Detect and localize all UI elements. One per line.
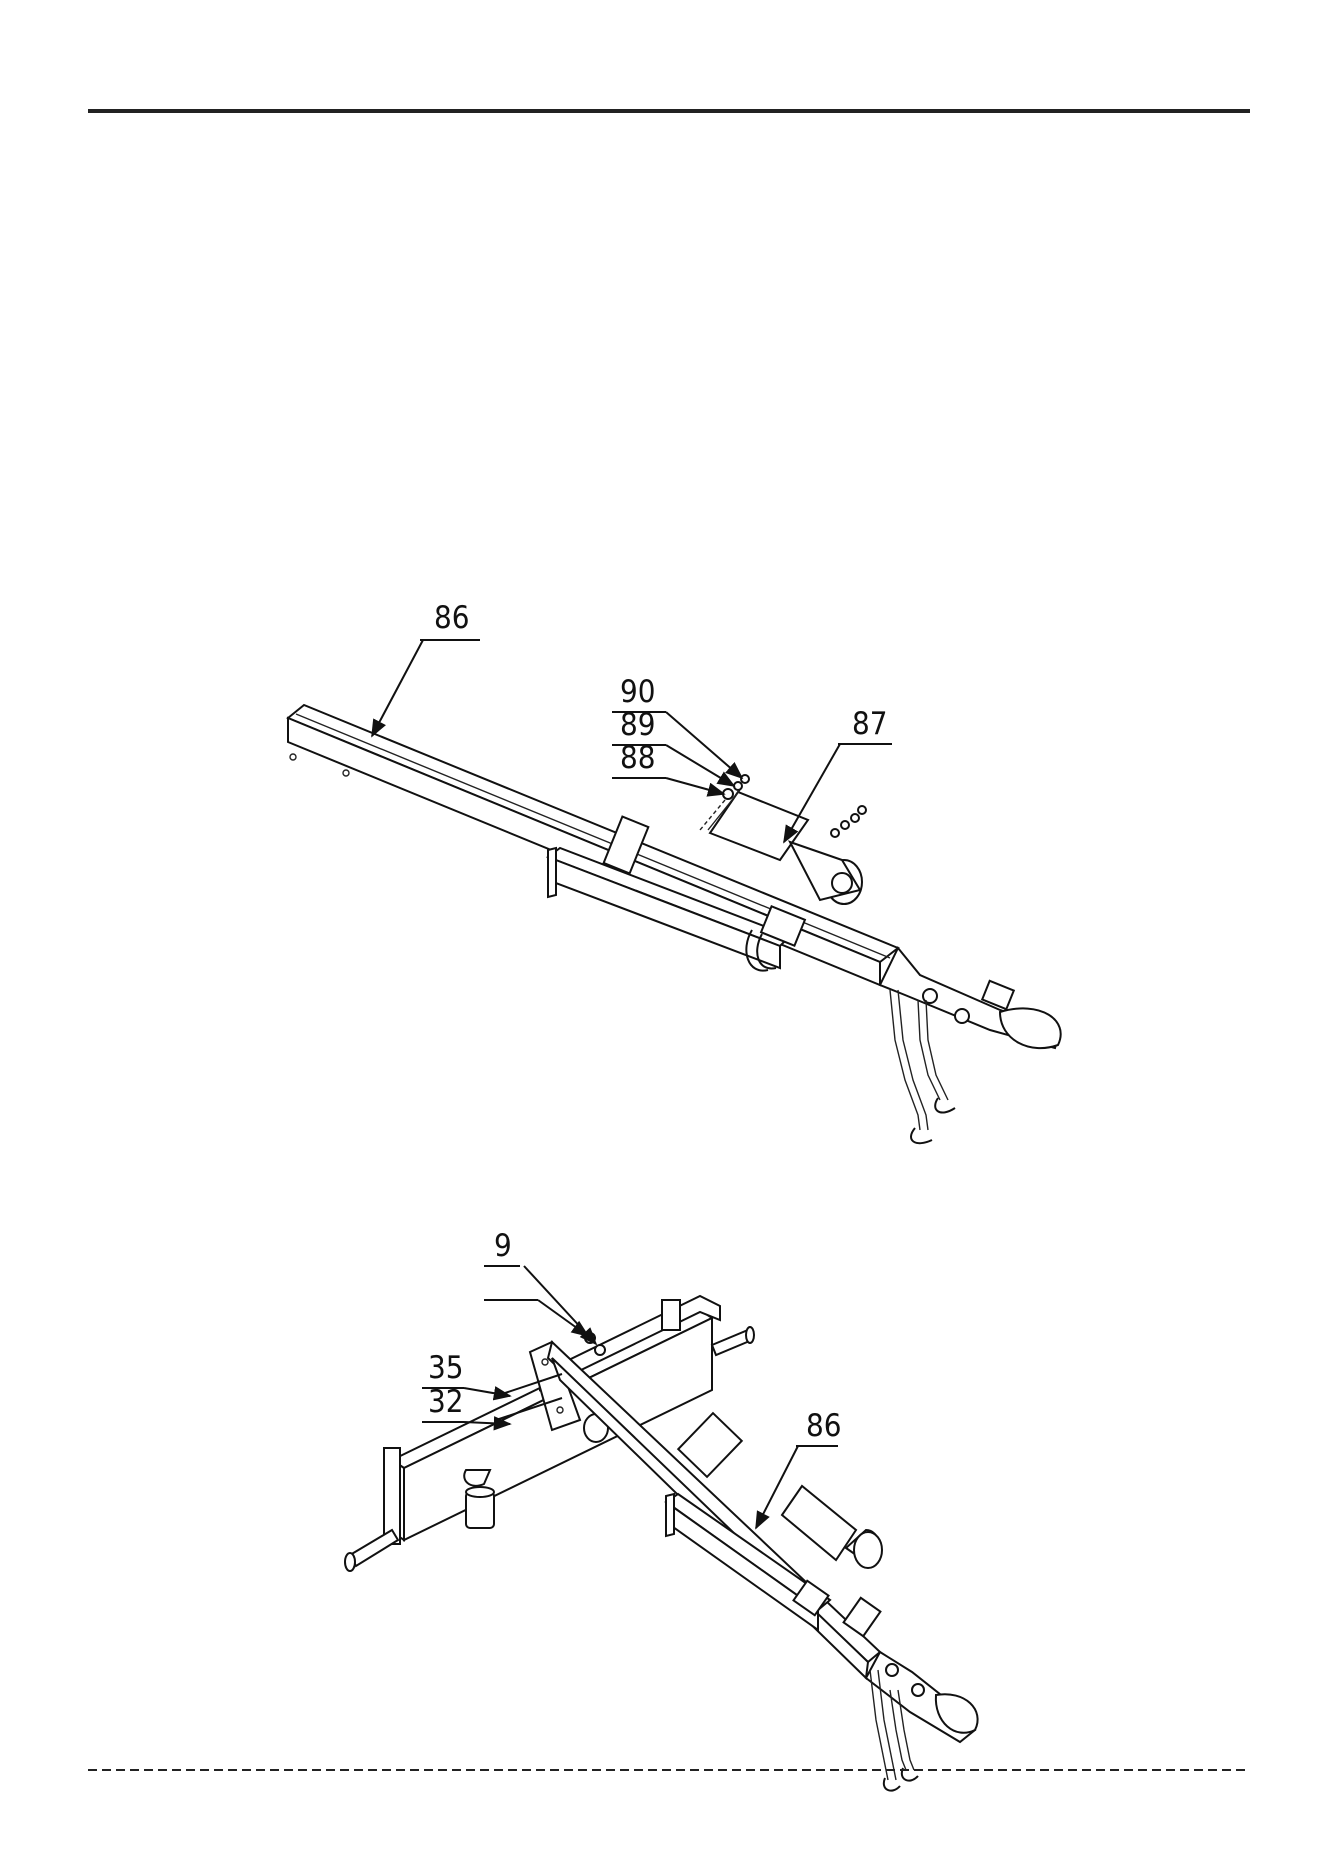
svg-text:90: 90	[620, 674, 655, 710]
safety-chains	[890, 990, 955, 1143]
svg-text:89: 89	[620, 707, 655, 743]
svg-text:87: 87	[852, 706, 887, 742]
tongue-tube	[288, 705, 898, 985]
svg-text:35: 35	[428, 1350, 463, 1386]
svg-text:32: 32	[428, 1384, 463, 1420]
svg-text:9: 9	[494, 1228, 512, 1264]
svg-text:88: 88	[620, 740, 655, 776]
svg-text:86: 86	[434, 600, 469, 636]
svg-text:86: 86	[806, 1408, 841, 1444]
bottom-figure: 9 35 32 86	[345, 1228, 978, 1791]
callout-9: 9	[484, 1228, 596, 1344]
top-figure: 86 90 89 88 87	[288, 600, 1061, 1143]
front-coupler	[880, 948, 1061, 1048]
callout-86-top: 86	[372, 600, 480, 736]
front-coupler-bottom	[866, 1652, 978, 1742]
